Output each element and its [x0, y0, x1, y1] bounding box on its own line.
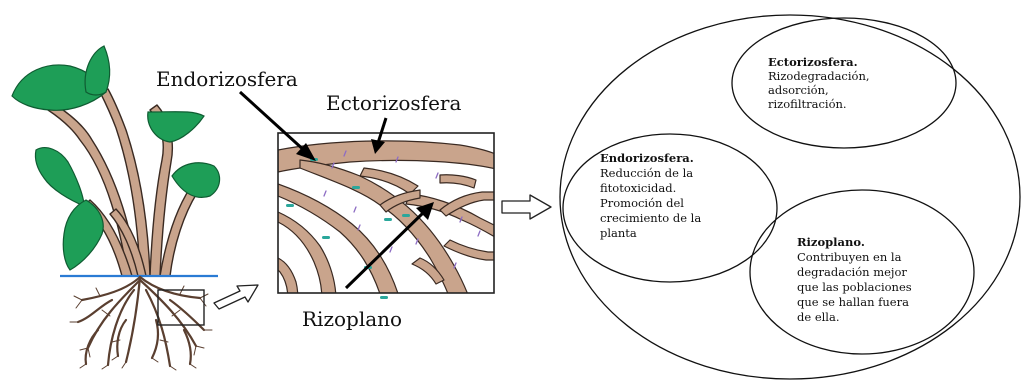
- zone-rizo-line: de ella.: [797, 310, 840, 324]
- zone-rizo-line: que se hallan fuera: [797, 295, 909, 309]
- label-rizoplano: Rizoplano: [302, 307, 402, 331]
- hollow-arrow-to-zoom: [214, 285, 258, 309]
- zone-ecto-line: adsorción,: [768, 83, 829, 97]
- zone-endo-line: planta: [600, 226, 637, 240]
- zone-rizo-line: degradación mejor: [797, 265, 907, 279]
- zone-rizo-text: Rizoplano. Contribuyen en la degradación…: [797, 235, 912, 324]
- hollow-arrow-to-zones: [502, 195, 551, 219]
- leaf: [35, 148, 84, 206]
- ectorizosfera-ellipse: [732, 18, 956, 148]
- leaf: [148, 112, 204, 142]
- zone-ecto-text: Ectorizosfera. Rizodegradación, adsorció…: [768, 55, 870, 111]
- zone-endo-line: Promoción del: [600, 196, 684, 210]
- leaf: [63, 200, 103, 270]
- zone-rizo-line: que las poblaciones: [797, 280, 912, 294]
- zone-endo-title: Endorizosfera.: [600, 151, 694, 165]
- zone-ecto-line: Rizodegradación,: [768, 69, 870, 83]
- label-ectorizosfera: Ectorizosfera: [326, 91, 461, 115]
- bacterium: [286, 204, 294, 207]
- bacterium: [402, 214, 410, 217]
- zone-endo-line: Reducción de la: [600, 166, 693, 180]
- leaf: [172, 163, 220, 198]
- endorizosfera-arrow: [240, 92, 306, 152]
- plant-illustration: [12, 46, 220, 370]
- zone-endo-line: fitotoxicidad.: [600, 181, 676, 195]
- zone-rizo-title: Rizoplano.: [797, 235, 865, 249]
- bacterium: [384, 218, 392, 221]
- bacterium: [380, 296, 388, 299]
- leaf: [85, 46, 110, 95]
- zone-ecto-line: rizofiltración.: [768, 97, 847, 111]
- zoom-panel: [240, 92, 500, 300]
- bacterium: [322, 236, 330, 239]
- bacterium: [352, 186, 360, 189]
- zone-ecto-title: Ectorizosfera.: [768, 55, 858, 69]
- zone-endo-line: crecimiento de la: [600, 211, 701, 225]
- zone-endo-text: Endorizosfera. Reducción de la fitotoxic…: [600, 151, 701, 240]
- label-endorizosfera: Endorizosfera: [156, 67, 298, 91]
- zone-rizo-line: Contribuyen en la: [797, 250, 902, 264]
